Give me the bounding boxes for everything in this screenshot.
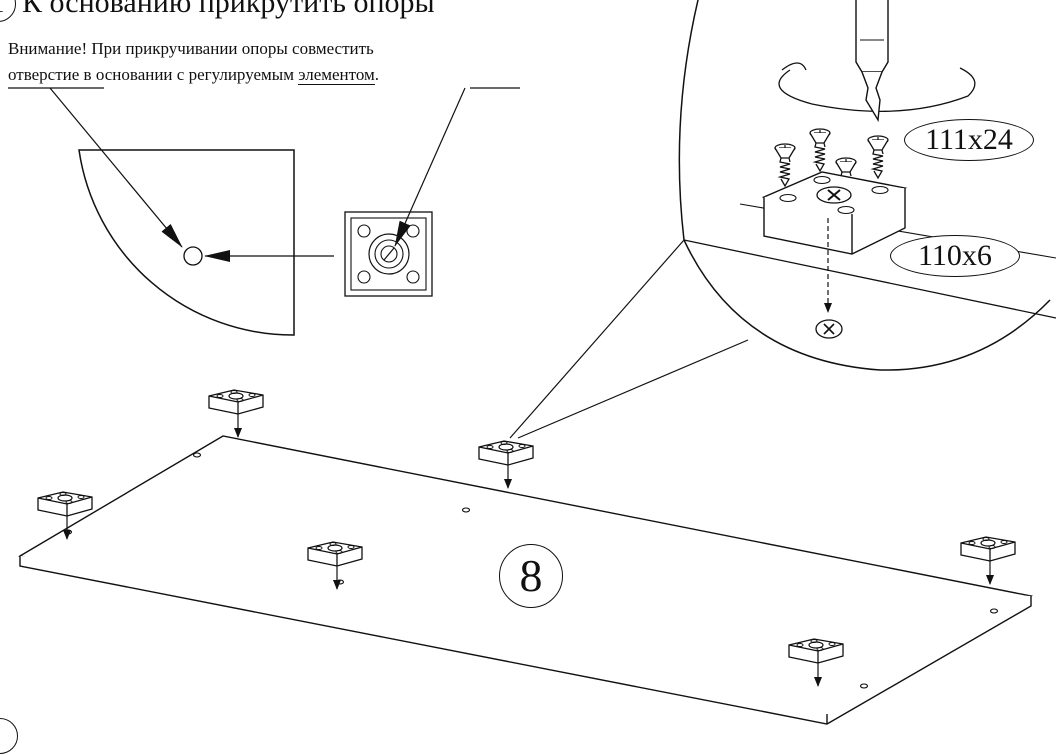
step-title: 1 К основанию прикрутить опоры	[0, 0, 435, 22]
attention-note: Внимание! При прикручивании опоры совмес…	[8, 36, 379, 88]
step-number: 1	[0, 0, 16, 22]
part-number-badge: 8	[499, 544, 563, 608]
foot-5	[961, 537, 1015, 584]
note-text-mid: в основании с регулируемым	[79, 65, 299, 84]
note-line-2: отверстие в основании с регулируемым эле…	[8, 62, 379, 88]
note-line-1: Внимание! При прикручивании опоры совмес…	[8, 39, 374, 58]
note-leaders	[8, 87, 520, 248]
note-word-hole: отверстие	[8, 65, 80, 84]
note-word-element: элементом	[298, 65, 375, 85]
screw-callout: 111x24	[904, 119, 1034, 161]
base-hole	[183, 246, 203, 266]
foot-callout: 110x6	[890, 235, 1020, 277]
detail-base-corner	[78, 149, 334, 336]
foot-2	[479, 441, 533, 488]
foot-1	[209, 390, 263, 437]
assembly-diagram	[8, 0, 1056, 725]
detail-foot-topview	[344, 211, 433, 297]
detail-magnified	[678, 0, 1056, 371]
note-text-end: .	[374, 65, 380, 84]
step-title-text: К основанию прикрутить опоры	[22, 0, 435, 19]
